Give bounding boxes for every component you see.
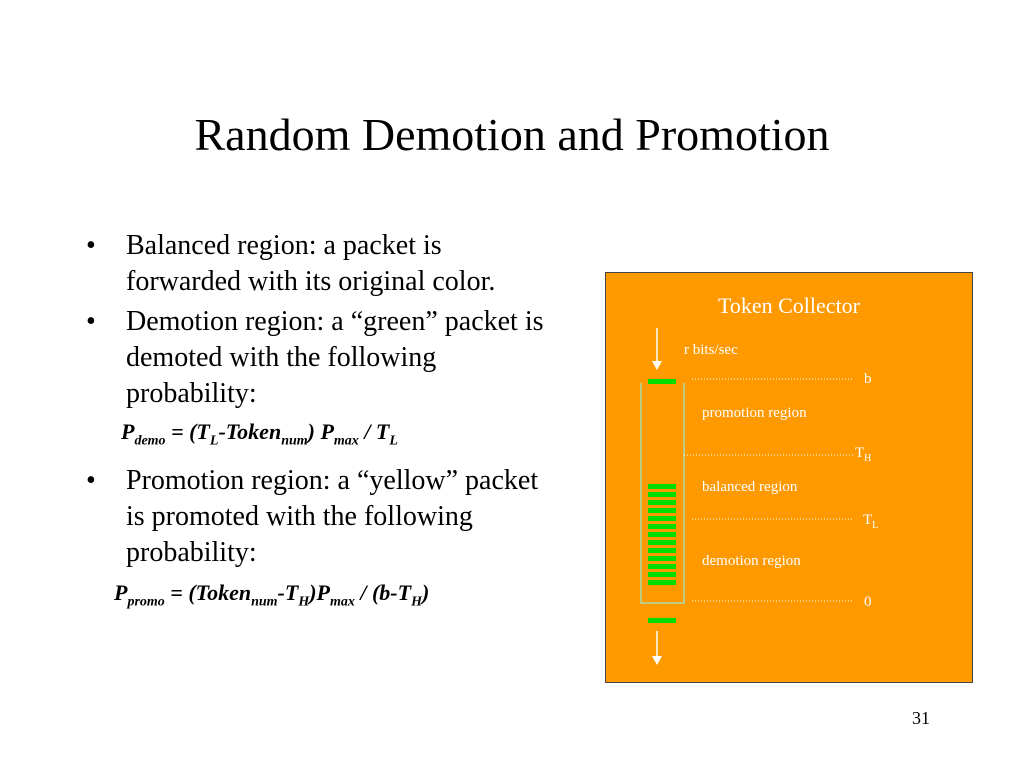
balanced-region-label: balanced region <box>702 479 798 495</box>
token <box>648 508 676 513</box>
diagram-graphics <box>640 328 854 665</box>
bullet-glyph: • <box>86 306 96 337</box>
token <box>648 524 676 529</box>
bullet-balanced: • Balanced region: a packet is forwarded… <box>86 228 556 300</box>
bullet-text: Promotion region: a “yellow” packet is p… <box>126 465 539 569</box>
formula-demotion: Pdemo = (TL-Tokennum) Pmax / TL <box>121 419 398 449</box>
bullet-demotion: • Demotion region: a “green” packet is d… <box>86 304 556 412</box>
slide-title: Random Demotion and Promotion <box>194 109 830 160</box>
demotion-region-label: demotion region <box>702 553 801 569</box>
diagram-title: Token Collector <box>717 293 861 318</box>
bullet-glyph: • <box>86 465 96 497</box>
token <box>648 564 676 569</box>
token <box>648 572 676 577</box>
rate-label: r bits/sec <box>684 342 738 358</box>
zero-label: 0 <box>864 594 872 610</box>
formula-promotion: Ppromo = (Tokennum-TH)Pmax / (b-TH) <box>114 580 430 610</box>
token <box>648 556 676 561</box>
bullet-glyph: • <box>86 230 96 261</box>
token-stack <box>648 484 676 585</box>
token-bottom <box>648 618 676 623</box>
bullet-promotion: • Promotion region: a “yellow” packet is… <box>86 463 556 571</box>
token <box>648 500 676 505</box>
input-arrow-head <box>652 361 662 370</box>
token-collector-diagram: Token Collector r bits/sec b promotion r… <box>605 272 973 683</box>
promotion-region-label: promotion region <box>702 405 807 421</box>
token <box>648 548 676 553</box>
th-label: TH <box>855 445 872 464</box>
token <box>648 532 676 537</box>
token <box>648 580 676 585</box>
token <box>648 484 676 489</box>
token-top <box>648 379 676 384</box>
bucket-outline <box>640 383 685 604</box>
bullet-list: • Balanced region: a packet is forwarded… <box>86 228 556 625</box>
token <box>648 516 676 521</box>
tl-label: TL <box>863 512 879 531</box>
bullet-text: Demotion region: a “green” packet is dem… <box>126 306 544 409</box>
token <box>648 492 676 497</box>
b-label: b <box>864 371 872 387</box>
bullet-text: Balanced region: a packet is forwarded w… <box>126 230 496 297</box>
slide-number: 31 <box>912 708 930 728</box>
output-arrow-head <box>652 656 662 665</box>
token <box>648 540 676 545</box>
